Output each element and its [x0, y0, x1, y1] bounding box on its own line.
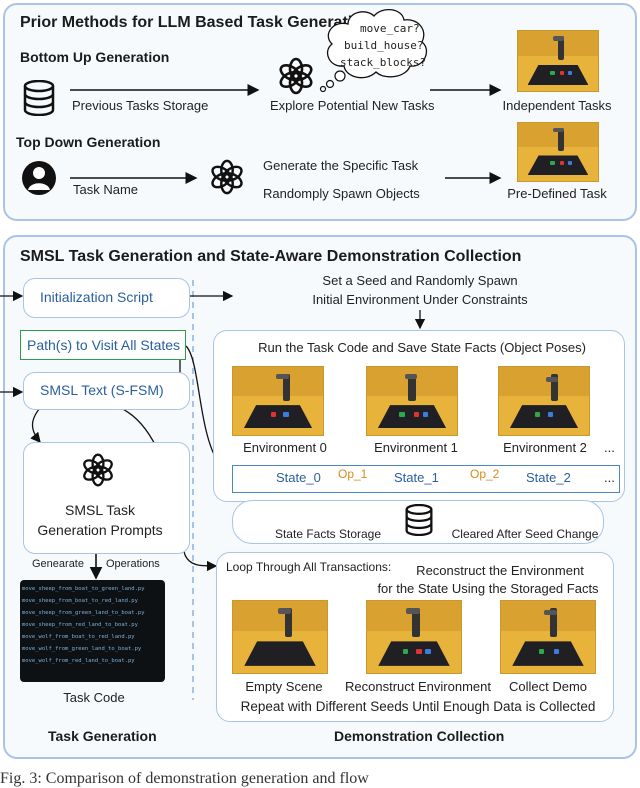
figure-caption: Fig. 3: Comparison of demonstration gene… [0, 770, 369, 787]
pre-defined-task-image [517, 122, 599, 182]
thought-text-build-house: build_house? [344, 39, 424, 52]
thought-text-stack-blocks: stack_blocks? [340, 56, 427, 69]
empty-scene-label: Empty Scene [245, 679, 323, 694]
openai-logo-icon [279, 57, 313, 95]
op-2-label: Op_2 [470, 467, 500, 481]
prior-methods-title: Prior Methods for LLM Based Task Generat… [20, 14, 372, 31]
state-ellipsis: ... [604, 470, 615, 485]
environment-2-image [498, 366, 590, 436]
database-icon [23, 80, 55, 116]
cleared-after-seed-label: Cleared After Seed Change [451, 527, 599, 541]
database-icon [405, 504, 433, 536]
paths-box [20, 330, 186, 360]
environment-2-label: Environment 2 [503, 440, 587, 455]
code-line: move_wolf_from_red_land_to_boat.py [22, 658, 135, 664]
op-1-label: Op_1 [338, 467, 368, 481]
state-0-label: State_0 [276, 470, 321, 485]
reconstruct-environment-label: Reconstruct Environment [345, 679, 491, 694]
bottom-up-heading: Bottom Up Generation [20, 49, 170, 65]
explore-new-tasks-label: Explore Potential New Tasks [270, 98, 435, 113]
previous-tasks-storage-label: Previous Tasks Storage [72, 98, 209, 113]
task-code-label: Task Code [63, 690, 125, 705]
run-task-code-label: Run the Task Code and Save State Facts (… [258, 340, 586, 355]
seed-line2: Initial Environment Under Constraints [312, 292, 528, 307]
repeat-seeds-label: Repeat with Different Seeds Until Enough… [240, 699, 596, 714]
code-line: move_sheep_from_boat_to_green_land.py [22, 586, 145, 592]
reconstruct-environment-image [366, 600, 462, 674]
pre-defined-task-label: Pre-Defined Task [507, 186, 607, 201]
openai-logo-icon [211, 159, 243, 195]
reconstruct-line1: Reconstruct the Environment [416, 563, 584, 578]
collect-demo-label: Collect Demo [508, 679, 588, 694]
task-code-panel [20, 580, 165, 682]
environment-1-label: Environment 1 [374, 440, 458, 455]
environment-0-image [232, 366, 324, 436]
randomly-spawn-objects-label: Randomply Spawn Objects [263, 186, 420, 201]
independent-tasks-label: Independent Tasks [502, 98, 612, 113]
thought-text-move-car: move_car? [360, 22, 420, 35]
task-generation-label: Task Generation [48, 728, 157, 744]
reconstruct-line2: for the State Using the Storaged Facts [377, 581, 599, 596]
paths-to-visit-label: Path(s) to Visit All States [27, 337, 181, 353]
code-line: move_wolf_from_boat_to_red_land.py [22, 634, 135, 640]
seed-line1: Set a Seed and Randomly Spawn [322, 273, 518, 288]
generate-label: Genearate [32, 558, 84, 570]
user-avatar-icon [22, 161, 56, 195]
code-line: move_sheep_from_green_land_to_boat.py [22, 610, 145, 616]
environment-1-image [366, 366, 458, 436]
code-line: move_wolf_from_green_land_to_boat.py [22, 646, 142, 652]
loop-transactions-label: Loop Through All Transactions: [226, 560, 392, 574]
state-1-label: State_1 [394, 470, 439, 485]
collect-demo-image [500, 600, 596, 674]
generate-specific-task-label: Generate the Specific Task [263, 158, 419, 173]
smsl-panel-title: SMSL Task Generation and State-Aware Dem… [20, 248, 522, 265]
smsl-text-label: SMSL Text (S-FSM) [40, 382, 164, 398]
smsl-prompts-line2: Generation Prompts [37, 522, 163, 538]
top-down-heading: Top Down Generation [16, 134, 161, 150]
code-line: move_sheep_from_red_land_to_boat.py [22, 622, 138, 628]
state-sequence-row [232, 465, 620, 493]
initialization-script-box [23, 278, 190, 318]
state-2-label: State_2 [526, 470, 571, 485]
code-line: move_sheep_from_boat_to_red_land.py [22, 598, 138, 604]
arrow-storage-to-explore [70, 84, 502, 184]
empty-scene-image [232, 600, 328, 674]
independent-task-image [517, 30, 599, 92]
thought-cloud-icon [319, 9, 427, 92]
openai-logo-icon [83, 453, 113, 487]
environment-0-label: Environment 0 [243, 440, 327, 455]
task-name-label: Task Name [73, 182, 139, 197]
operations-label: Operations [106, 558, 160, 570]
smsl-text-box [23, 372, 190, 410]
initialization-script-label: Initialization Script [40, 289, 153, 305]
environment-ellipsis: ... [604, 440, 615, 455]
smsl-prompts-line1: SMSL Task [64, 502, 136, 518]
demonstration-collection-label: Demonstration Collection [334, 728, 505, 744]
state-facts-storage-label: State Facts Storage [274, 527, 382, 541]
